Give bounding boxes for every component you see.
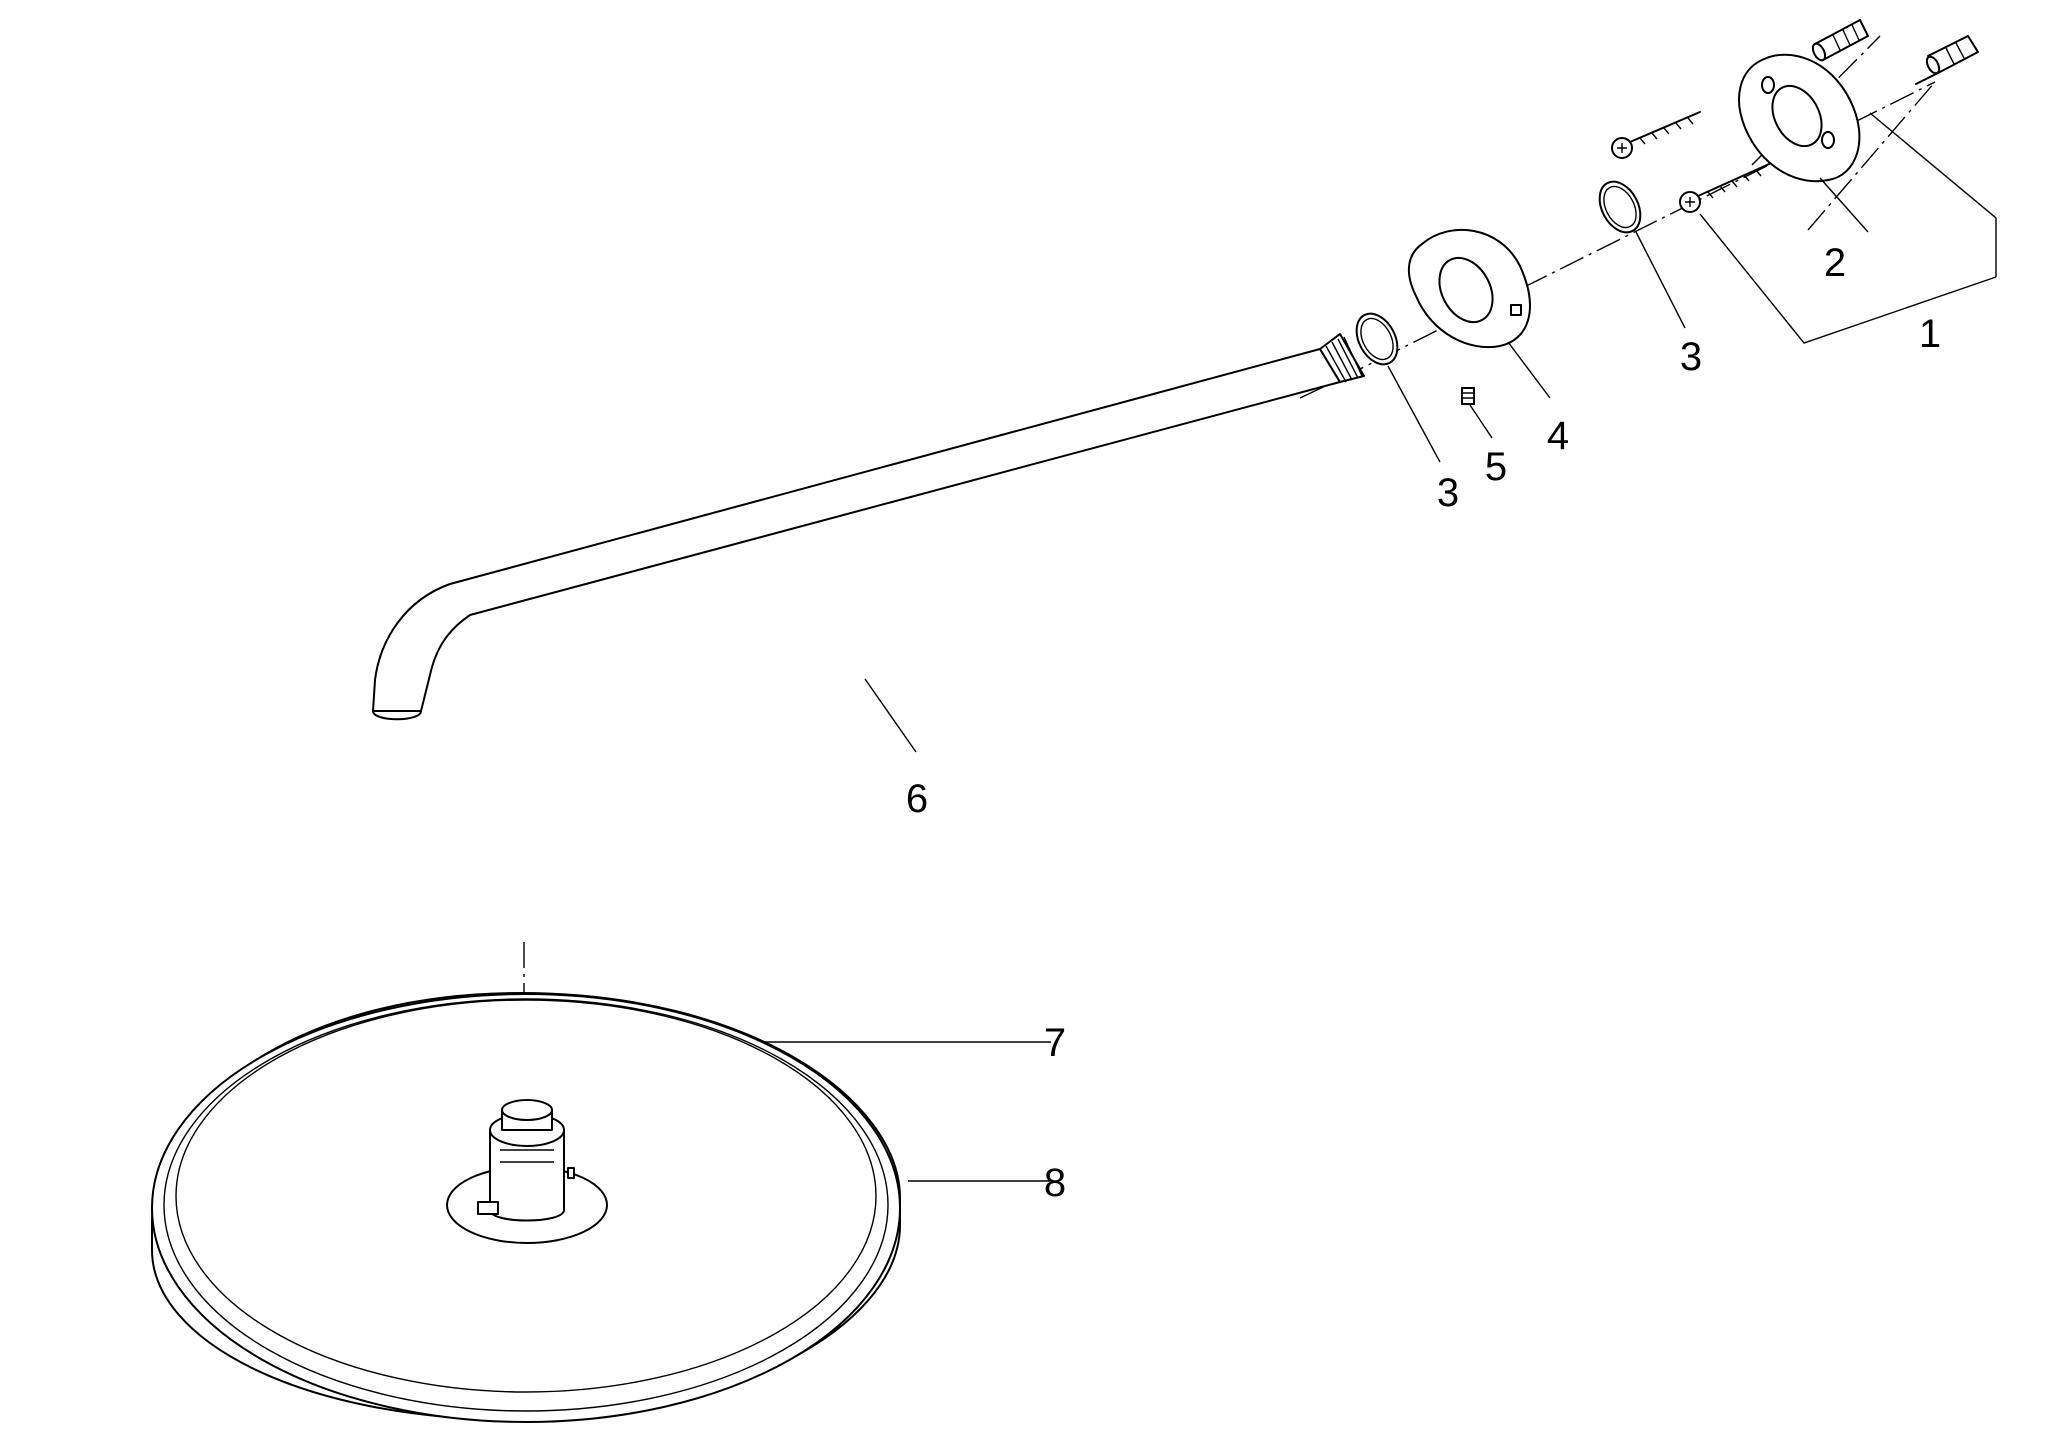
grub-screw xyxy=(1461,387,1493,439)
label-part-2: 2 xyxy=(1824,241,1846,285)
label-part-6: 6 xyxy=(906,777,928,821)
dowel-upper xyxy=(1811,19,1869,62)
wall-plate xyxy=(1738,53,1869,233)
bracket-line-1 xyxy=(1699,112,1997,344)
label-part-3-wall: 3 xyxy=(1680,335,1702,379)
label-part-7: 7 xyxy=(1044,1021,1066,1065)
screw-upper xyxy=(1611,111,1701,159)
screw-lower xyxy=(1679,159,1779,213)
shower-head-connector xyxy=(446,1099,608,1244)
label-part-4: 4 xyxy=(1547,414,1569,458)
center-axis-line-dowel-lower xyxy=(1807,81,1936,231)
center-axis-line-arm xyxy=(1299,378,1341,399)
wall-dowels-and-screws xyxy=(1611,19,1997,344)
label-part-5: 5 xyxy=(1485,445,1507,489)
label-part-3-arm: 3 xyxy=(1437,471,1459,515)
o-ring-wall xyxy=(1598,180,1686,329)
dowel-lower xyxy=(1915,35,1979,85)
label-part-1: 1 xyxy=(1919,312,1941,356)
shower-arm xyxy=(372,333,1365,753)
shower-head xyxy=(151,992,1051,1423)
wall-rosette xyxy=(1407,228,1551,399)
o-ring-arm xyxy=(1355,312,1441,463)
label-part-8: 8 xyxy=(1044,1161,1066,1205)
